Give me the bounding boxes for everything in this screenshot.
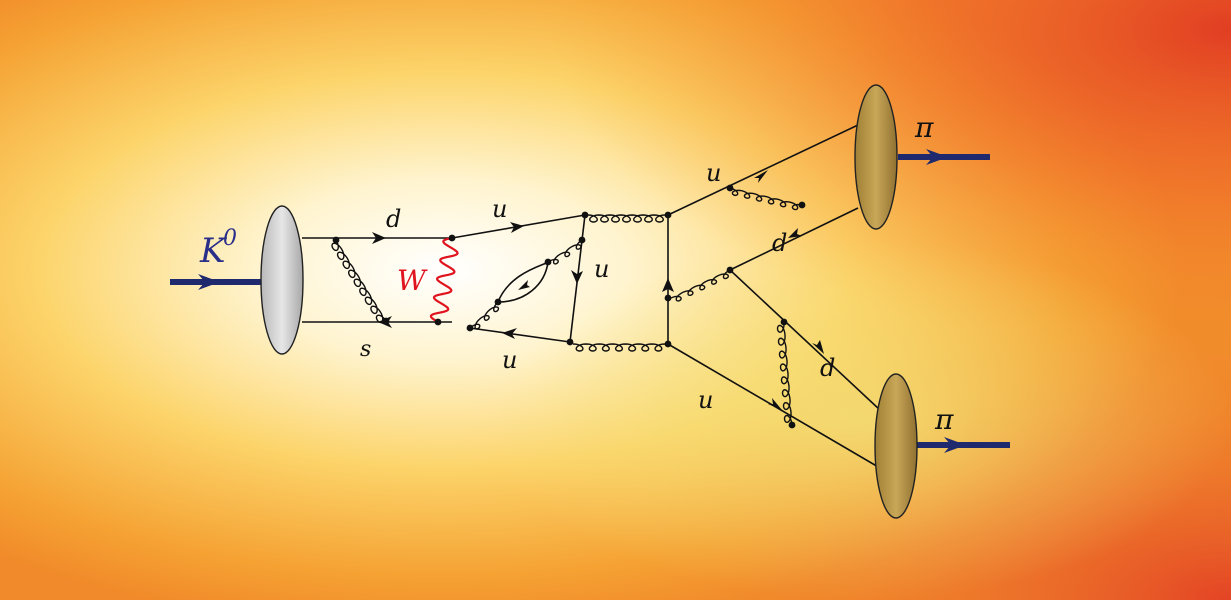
kaon-label-superscript: 0 [223, 226, 237, 251]
vertex [566, 338, 574, 346]
vertex [664, 340, 672, 348]
vertex [578, 236, 586, 244]
vertex [448, 234, 456, 242]
quark-loop-lower [497, 261, 549, 303]
vertex [466, 324, 474, 332]
vertex [788, 421, 796, 429]
label-u-loop: u [594, 255, 609, 283]
gluon-left [331, 239, 387, 324]
kaon-beam-arrow [198, 274, 220, 290]
label-pion-top: π [914, 111, 934, 144]
arrow-d [372, 232, 386, 244]
label-u-upper-right: u [706, 159, 721, 187]
vertex [780, 318, 788, 326]
label-w-boson: W [397, 264, 428, 297]
vertex [664, 211, 672, 219]
arrow-u-lower [768, 398, 782, 410]
arrow-loop [518, 280, 530, 290]
arrow-u-loop [571, 270, 583, 284]
kaon-blob [260, 205, 304, 355]
vertex [382, 317, 390, 325]
label-s-bottom: s [360, 337, 371, 362]
gluon-loop-left [469, 301, 500, 330]
label-d-lower-right: d [820, 354, 835, 382]
arrow-d-mid [788, 228, 802, 238]
gluon-lines [331, 187, 803, 426]
gluon-box-top [587, 214, 666, 223]
kaon-label: K [199, 231, 228, 271]
vertex [726, 184, 734, 192]
label-d-top: d [386, 205, 401, 233]
pion-bottom-beam-arrow [944, 437, 966, 453]
vertex [798, 201, 806, 209]
vertex [581, 211, 589, 219]
pion-top-beam-arrow [926, 149, 948, 165]
vertex [434, 318, 442, 326]
arrow-u-upper-right [754, 170, 768, 183]
gluon-loop-right [547, 239, 583, 265]
arrow-u-bottom [502, 328, 517, 339]
u-upper-right-line [667, 124, 859, 216]
arrow-u-top [510, 222, 524, 233]
label-u-lower-right: u [698, 386, 713, 414]
d-lower-right-line [729, 269, 881, 411]
d-mid-right-line [729, 207, 859, 271]
label-pion-bottom: π [934, 403, 954, 436]
u-bottom-line [469, 327, 571, 343]
gluon-lower-right [776, 321, 793, 426]
vertex [332, 236, 340, 244]
label-u-bottom: u [502, 346, 517, 374]
vertex [726, 266, 734, 274]
quark-arrows [372, 170, 824, 410]
w-boson-line [429, 236, 459, 323]
pion-top-blob [854, 84, 898, 230]
pion-bottom-blob [874, 373, 918, 519]
vertices [332, 184, 806, 429]
gluon-upper-right [729, 187, 803, 211]
gluon-mid-right [670, 269, 731, 302]
vertex [494, 298, 502, 306]
gluon-box-bottom [572, 343, 666, 352]
arrow-box-right [662, 278, 674, 292]
label-d-mid-right: d [772, 229, 787, 257]
label-u-top: u [492, 195, 507, 223]
vertex [544, 258, 552, 266]
arrow-d-lower [812, 340, 824, 354]
vertex [664, 294, 672, 302]
